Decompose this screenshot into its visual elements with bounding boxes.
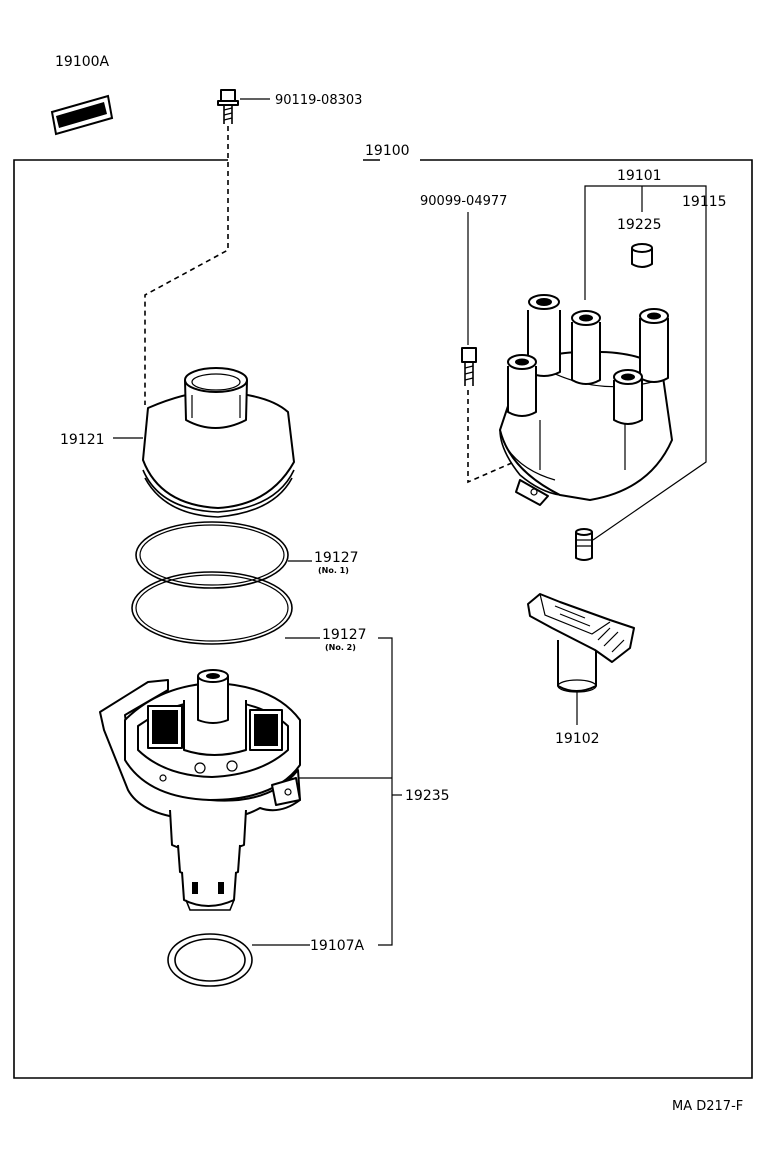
label-gasket-no2-sub: (No. 2) <box>325 643 356 652</box>
bolt-icon <box>217 89 239 124</box>
leader-cap-group <box>584 185 707 541</box>
label-gasket-no1-sub: (No. 1) <box>318 566 349 575</box>
label-19121: 19121 <box>60 432 105 448</box>
label-19235: 19235 <box>405 788 450 804</box>
screw-icon <box>461 347 477 386</box>
distributor-housing-icon <box>99 669 301 911</box>
rotor-icon <box>527 593 635 693</box>
kit-label-icon <box>50 94 114 136</box>
label-19102: 19102 <box>555 731 600 747</box>
cap-insert-icon <box>631 243 653 268</box>
distributor-cover-icon <box>142 367 295 518</box>
label-gasket-no2: 19127 <box>322 627 367 643</box>
label-19107a: 19107A <box>310 938 365 954</box>
bolt-dashed-guide <box>144 126 229 405</box>
label-19115: 19115 <box>682 194 727 210</box>
gasket-no2-icon <box>131 571 293 645</box>
leader-bracket-19235 <box>378 637 393 946</box>
o-ring-icon <box>167 933 253 987</box>
diagram-id: MA D217-F <box>672 1099 743 1114</box>
label-19225: 19225 <box>617 217 662 233</box>
distributor-cap-icon <box>499 294 673 506</box>
screw-dashed-guide <box>467 390 531 484</box>
carbon-contact-icon <box>575 528 593 561</box>
label-19100a: 19100A <box>55 54 110 70</box>
label-19101: 19101 <box>617 168 662 184</box>
label-90119-08303: 90119-08303 <box>275 93 362 108</box>
label-19100: 19100 <box>365 143 410 159</box>
label-gasket-no1: 19127 <box>314 550 359 566</box>
assembly-frame <box>13 159 753 1079</box>
gasket-no1-icon <box>135 521 289 589</box>
label-90099-04977: 90099-04977 <box>420 194 507 209</box>
